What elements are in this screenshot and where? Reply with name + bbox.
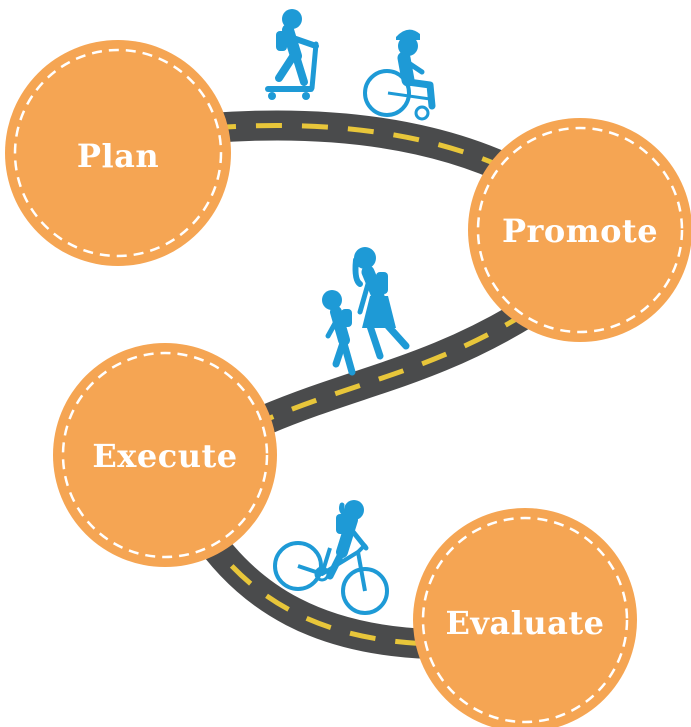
step-label-execute: Execute xyxy=(92,437,238,475)
step-label-plan: Plan xyxy=(76,137,160,175)
step-circle-evaluate xyxy=(413,508,637,727)
step-circle-execute xyxy=(53,343,277,567)
step-circle-promote xyxy=(468,118,691,342)
wheelchair-user-icon xyxy=(363,29,436,121)
walking-adult-icon xyxy=(352,247,410,360)
step-label-evaluate: Evaluate xyxy=(445,604,605,642)
step-circle-plan xyxy=(5,40,231,266)
scooter-rider-icon xyxy=(265,9,319,100)
road-execute-to-evaluate xyxy=(190,521,431,659)
road-line-promote-to-execute xyxy=(264,309,530,423)
cyclist-icon xyxy=(273,500,389,615)
walking-child-icon xyxy=(322,290,356,376)
road-line-plan-to-promote xyxy=(209,123,522,178)
step-label-promote: Promote xyxy=(501,212,659,250)
